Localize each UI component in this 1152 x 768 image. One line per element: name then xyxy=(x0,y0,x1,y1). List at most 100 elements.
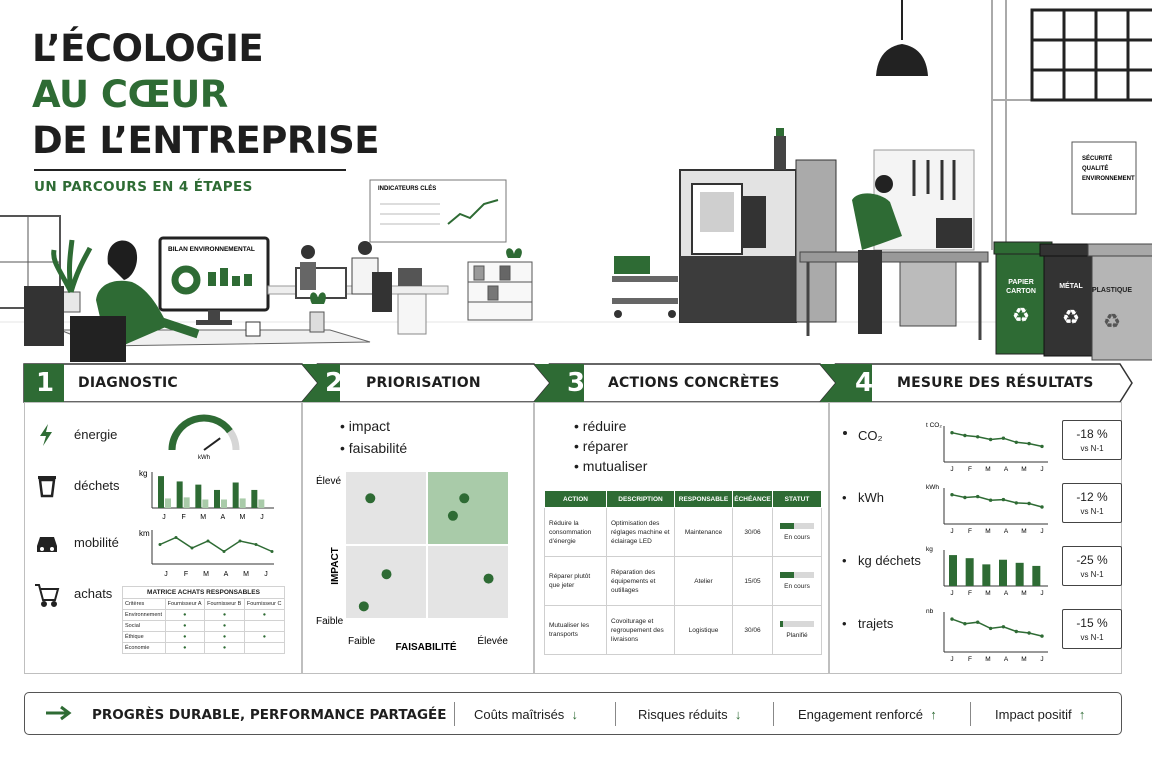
point xyxy=(206,539,210,543)
point xyxy=(1027,501,1031,506)
diagnostic-mobilite: mobilité xyxy=(74,535,119,550)
cell-responsable: Atelier xyxy=(674,556,733,606)
result-label-kwh: kWh xyxy=(858,490,884,505)
tick-label: F xyxy=(968,528,972,535)
step-3-label: ACTIONS CONCRÈTES xyxy=(608,375,780,391)
footer-item-impact: Impact positif ↑ xyxy=(995,707,1086,722)
tick-label: F xyxy=(968,656,972,663)
cart-icon xyxy=(35,584,60,607)
step-1-badge xyxy=(24,364,64,402)
point xyxy=(950,493,954,497)
status-progress xyxy=(780,571,814,578)
cell-responsable: Logistique xyxy=(674,605,733,655)
point xyxy=(988,626,993,631)
bar xyxy=(214,489,220,508)
matrix-row-label: Environnement xyxy=(122,609,166,621)
bin-metal-label: MÉTAL xyxy=(1059,281,1083,290)
result-label-co2: CO₂ xyxy=(858,428,883,443)
prio-bullet-2: • faisabilité xyxy=(340,440,408,456)
point xyxy=(988,498,993,502)
recycle-icon: ♻ xyxy=(1012,305,1030,327)
point xyxy=(1040,634,1044,638)
dechets-result-unit: kg xyxy=(926,546,933,553)
bin-plastic: ♻ xyxy=(1087,243,1152,361)
point xyxy=(1014,629,1018,634)
point xyxy=(270,550,274,553)
tick-label: J xyxy=(264,571,268,578)
bar xyxy=(999,559,1007,586)
diagnostic-achats: achats xyxy=(74,586,113,601)
point xyxy=(1014,501,1018,505)
point xyxy=(1014,440,1018,444)
dechets-unit: kg xyxy=(139,469,147,478)
matrix-point xyxy=(358,601,369,612)
bar xyxy=(158,476,164,508)
bin-plastic-label: PLASTIQUE xyxy=(1092,287,1132,294)
point xyxy=(1001,497,1006,502)
actions-table: ACTION DESCRIPTION RESPONSABLE ÉCHÉANCE … xyxy=(544,490,822,655)
workshop-bench xyxy=(799,149,989,340)
point xyxy=(963,433,967,438)
tick-label: M xyxy=(985,590,990,597)
bar xyxy=(258,499,265,508)
point xyxy=(976,494,980,499)
point xyxy=(190,546,194,550)
diagnostic-dechets: déchets xyxy=(74,478,120,493)
step-2-number: 2 xyxy=(324,368,344,398)
x-axis-title: FAISABILITÉ xyxy=(395,640,456,653)
bar xyxy=(165,498,171,508)
cell-statut: En cours xyxy=(772,507,822,557)
divider xyxy=(615,702,616,726)
x-low-label: Faible xyxy=(348,636,376,647)
table-row: Réduire la consommation d’énergie Optimi… xyxy=(544,507,822,557)
series-line xyxy=(951,431,1043,448)
series-line xyxy=(951,618,1043,637)
cell-statut: En cours xyxy=(772,556,822,606)
car-icon xyxy=(37,537,57,552)
bar xyxy=(239,498,246,508)
title-line-1: L’ÉCOLOGIE xyxy=(32,27,264,70)
bar xyxy=(202,499,209,508)
step-1-number: 1 xyxy=(35,368,55,398)
footer-main: PROGRÈS DURABLE, PERFORMANCE PARTAGÉE xyxy=(92,707,447,723)
bar xyxy=(183,497,190,508)
matrix-point xyxy=(483,573,494,584)
matrix-row-label: Éthique xyxy=(122,631,166,643)
mobilite-unit: km xyxy=(139,529,150,538)
col-echeance: ÉCHÉANCE xyxy=(732,490,773,508)
monitor xyxy=(158,236,270,325)
arrow-down-icon: ↓ xyxy=(734,707,742,722)
arrow-up-icon: ↑ xyxy=(930,707,937,722)
step-3-number: 3 xyxy=(566,368,586,398)
point xyxy=(1027,631,1031,635)
workplace-illustration: BILAN ENVIRONNEMENTAL INDICATEURS CLÉS xyxy=(0,0,1152,362)
action-bullet-2: • réparer xyxy=(574,438,628,454)
trolley xyxy=(612,256,678,318)
point xyxy=(1040,505,1044,509)
prio-bullet-1: • impact xyxy=(340,418,391,434)
gauge-unit: kWh xyxy=(198,455,210,461)
y-high-label: Élevé xyxy=(316,474,341,487)
monitor-label: BILAN ENVIRONNEMENTAL xyxy=(168,246,255,253)
bolt-icon xyxy=(40,424,52,446)
footer-item-couts: Coûts maîtrisés ↓ xyxy=(474,707,579,722)
tick-label: F xyxy=(968,466,972,473)
bar xyxy=(232,482,239,508)
step-3-badge xyxy=(534,364,584,402)
shelves xyxy=(467,248,533,321)
point xyxy=(988,437,993,442)
col-responsable: RESPONSABLE xyxy=(674,490,733,508)
status-label: En cours xyxy=(784,533,810,541)
tick-label: A xyxy=(1004,656,1009,663)
result-badge-dechets: -25 %vs N-1 xyxy=(1062,546,1122,586)
footer-banner xyxy=(24,692,1122,735)
step-2-badge xyxy=(302,364,340,402)
tick-label: A xyxy=(1004,528,1009,535)
background-office xyxy=(267,241,449,335)
recycle-icon: ♻ xyxy=(1103,311,1121,333)
priority-matrix: Élevé Faible IMPACT Faible Élevée FAISAB… xyxy=(316,472,508,653)
arrow-down-icon: ↓ xyxy=(571,707,579,722)
